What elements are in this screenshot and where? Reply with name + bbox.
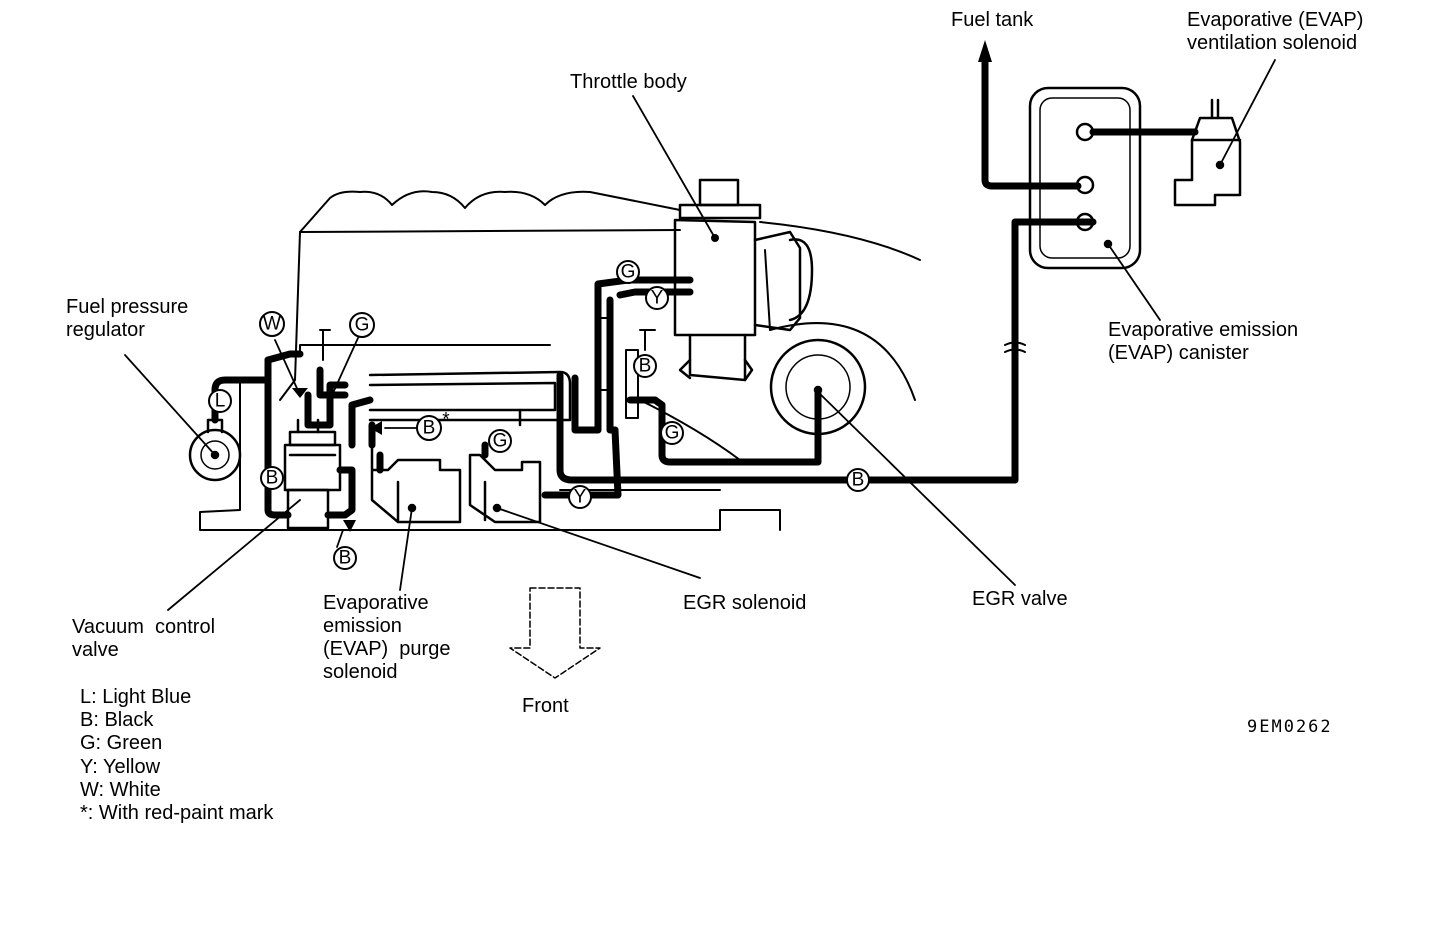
evap-canister-shape [1028, 86, 1142, 270]
color-legend: L: Light Blue B: Black G: Green Y: Yello… [80, 686, 273, 825]
label-egr-valve: EGR valve [972, 588, 1068, 610]
tag-b1-circle [260, 466, 284, 490]
label-evap-purge-solenoid: Evaporative emission (EVAP) purge soleno… [323, 592, 451, 683]
tag-g4: G [665, 423, 680, 444]
evap-purge-solenoid-shape [370, 443, 462, 524]
tag-l-circle [208, 389, 232, 413]
tag-b5: B [852, 470, 865, 491]
evap-ventilation-solenoid-shape [1173, 98, 1242, 207]
label-evap-canister: Evaporative emission (EVAP) canister [1108, 319, 1299, 364]
legend-item: W: White [80, 778, 161, 801]
hose-tags [208, 260, 870, 570]
tag-g2: G [493, 431, 508, 452]
intake-pipe [368, 370, 572, 427]
tag-b4: B [639, 356, 652, 377]
tag-l: L [215, 391, 226, 412]
tag-y1: Y [651, 288, 664, 309]
legend-item: *: With red-paint mark [80, 802, 274, 825]
label-evap-ventilation-solenoid: Evaporative (EVAP) ventilation solenoid [1187, 9, 1364, 54]
tag-w-circle [259, 311, 285, 337]
egr-solenoid-shape [468, 453, 542, 524]
label-vacuum-control-valve: Vacuum control valve [72, 616, 216, 661]
throttle-body-shape [673, 178, 814, 382]
tag-g1: G [355, 315, 370, 336]
tag-b5-circle [846, 468, 870, 492]
fuel-pressure-regulator-shape [188, 418, 242, 482]
figure-code: 9EM0262 [1247, 717, 1333, 737]
tag-b2-circle [416, 415, 442, 441]
tag-asterisk: * [442, 410, 450, 431]
legend-item: L: Light Blue [80, 686, 192, 708]
tag-b1: B [266, 468, 279, 489]
tag-y1-circle [645, 286, 669, 310]
tag-b3: B [339, 548, 352, 569]
fuel-tank-arrow [978, 40, 992, 62]
vacuum-hoses [211, 54, 1199, 519]
tag-g3: G [621, 262, 636, 283]
tag-g2-circle [488, 429, 512, 453]
label-front: Front [522, 695, 569, 717]
label-egr-solenoid: EGR solenoid [683, 592, 807, 614]
front-arrow [509, 587, 601, 679]
legend-item: G: Green [80, 732, 163, 755]
tag-g4-circle [660, 421, 684, 445]
tag-g3-circle [616, 260, 640, 284]
label-throttle-body: Throttle body [570, 71, 687, 93]
legend-item: B: Black [80, 709, 154, 732]
leader-lines [124, 59, 1276, 611]
tag-y2-circle [568, 485, 592, 509]
label-fuel-tank: Fuel tank [951, 9, 1034, 31]
tag-y2: Y [574, 487, 587, 508]
tag-g1-circle [349, 312, 375, 338]
tag-w: W [263, 314, 281, 335]
legend-item: Y: Yellow [80, 755, 161, 778]
tag-b3-circle [333, 546, 357, 570]
label-fuel-pressure-regulator: Fuel pressure regulator [66, 296, 189, 341]
tag-b2: B [423, 418, 436, 439]
tag-b4-circle [633, 354, 657, 378]
